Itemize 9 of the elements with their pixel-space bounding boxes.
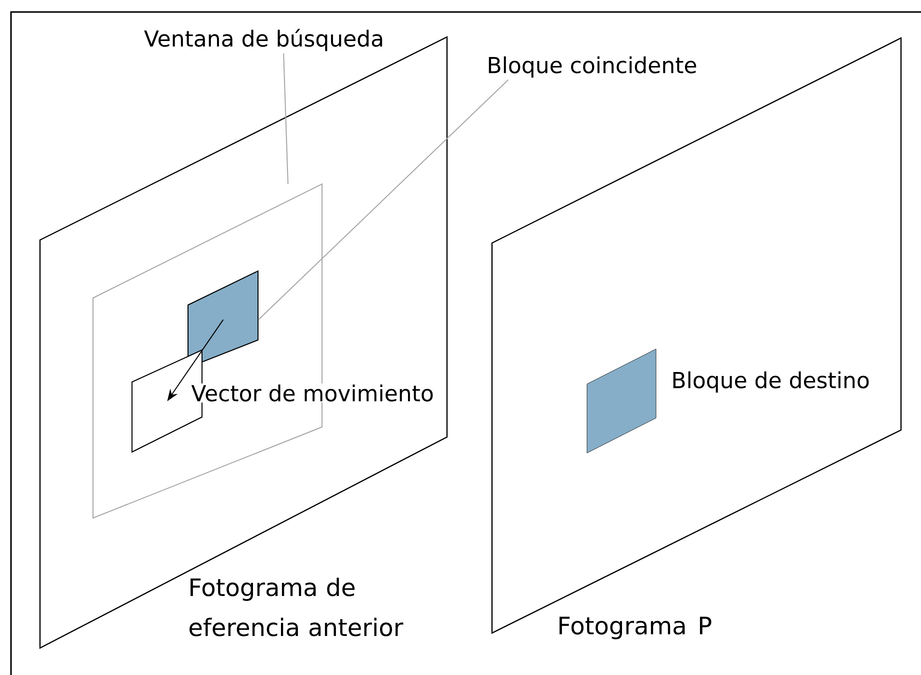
callout-label: Bloque coincidente <box>488 56 696 78</box>
callout-label: Ventana de búsqueda <box>144 28 382 52</box>
edge-label: Vector de movimiento <box>190 384 435 403</box>
frame-caption: Fotograma P <box>560 616 712 640</box>
leader-line <box>283 52 288 184</box>
frame-caption: Fotograma de eferencia anterior <box>190 578 404 636</box>
leader-line <box>258 79 509 320</box>
matching-block <box>188 270 258 363</box>
block-label: Bloque de destino <box>673 371 869 393</box>
